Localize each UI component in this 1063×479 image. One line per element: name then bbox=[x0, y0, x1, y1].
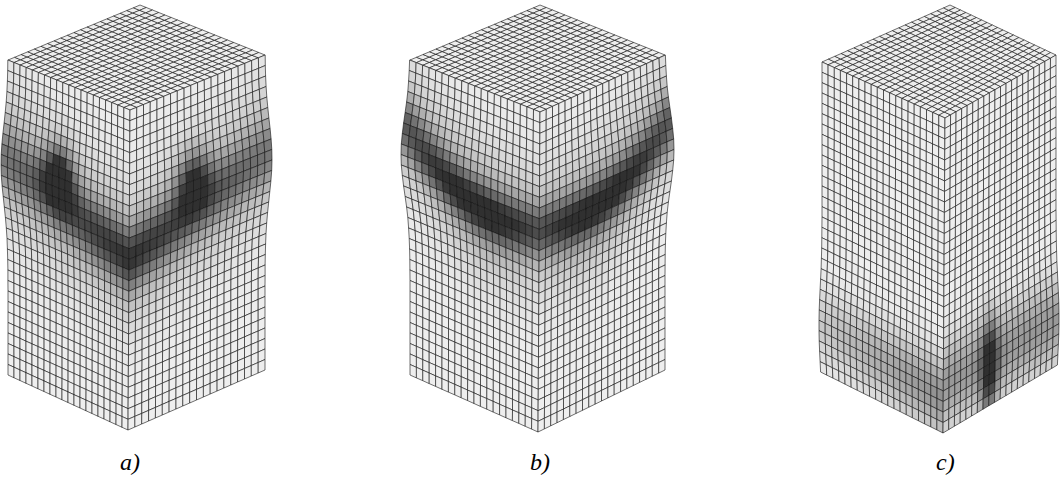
mesh-element bbox=[74, 395, 80, 408]
mesh-element bbox=[32, 376, 38, 389]
mesh-element bbox=[104, 408, 110, 421]
mesh-element bbox=[122, 417, 128, 430]
mesh-element bbox=[92, 403, 98, 416]
mesh-element bbox=[20, 370, 26, 383]
mesh-element bbox=[50, 384, 56, 397]
mesh-element bbox=[62, 389, 68, 402]
mesh-element bbox=[116, 414, 122, 427]
mesh-element bbox=[80, 397, 86, 410]
mesh-element bbox=[8, 365, 14, 378]
mesh-element bbox=[38, 378, 44, 391]
